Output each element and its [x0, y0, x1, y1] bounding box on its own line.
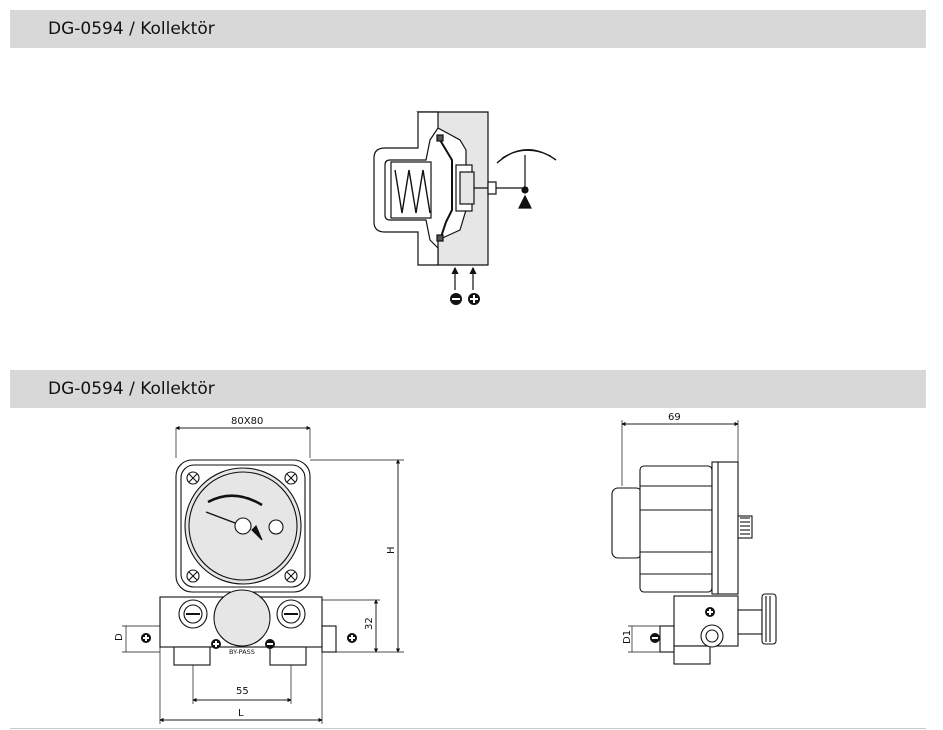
dim-55: 55	[236, 686, 249, 697]
plus-port-icon	[211, 639, 221, 649]
section-header-bottom: DG-0594 / Kollektör	[10, 370, 926, 408]
bypass-label: BY-PASS	[229, 648, 255, 656]
dim-l: L	[238, 708, 244, 719]
schematic-diagram	[373, 111, 557, 290]
footer-divider	[10, 728, 926, 729]
dim-d: D	[114, 633, 125, 641]
plus-port-icon	[468, 293, 480, 305]
section-title: DG-0594 / Kollektör	[48, 19, 215, 39]
dim-d1: D1	[622, 630, 633, 644]
dim-h: H	[386, 546, 397, 554]
minus-port-icon	[650, 633, 660, 643]
side-view-drawing	[611, 461, 777, 665]
plus-port-icon	[347, 633, 357, 643]
minus-port-icon	[450, 293, 462, 305]
front-view-drawing	[159, 459, 337, 666]
section-header-top: DG-0594 / Kollektör	[10, 10, 926, 48]
dim-69: 69	[668, 412, 681, 423]
minus-port-icon	[265, 639, 275, 649]
dim-80x80: 80X80	[231, 416, 263, 427]
section-title: DG-0594 / Kollektör	[48, 379, 215, 399]
dim-32: 32	[364, 617, 375, 630]
plus-port-icon	[705, 607, 715, 617]
plus-port-icon	[141, 633, 151, 643]
